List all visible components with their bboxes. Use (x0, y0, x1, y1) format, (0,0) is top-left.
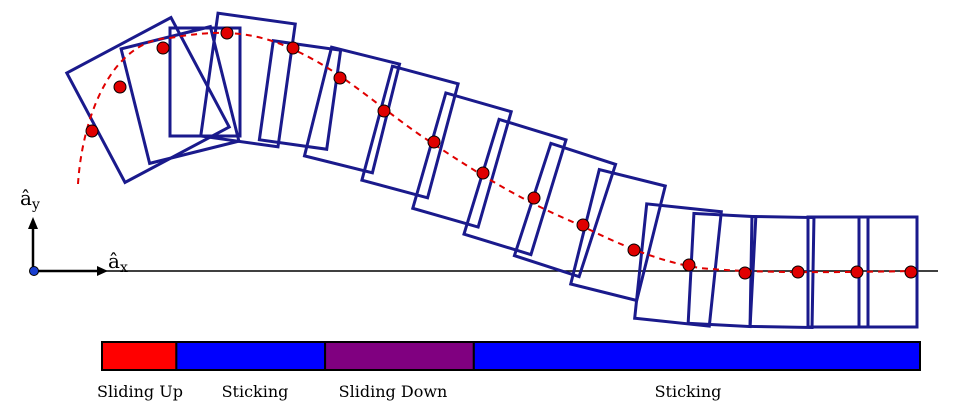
box-pose-9 (462, 117, 568, 257)
contact-point-1 (85, 124, 99, 138)
contact-point-12 (627, 243, 641, 257)
phase-labels: Sliding Up Sticking Sliding Down Sticking (97, 382, 721, 401)
phase-segment-3 (324, 341, 475, 371)
y-arrow-head (28, 217, 38, 229)
trajectory-curve (77, 31, 919, 274)
origin-dot (29, 266, 39, 276)
box-pose-4 (199, 11, 297, 149)
contact-point-15 (791, 265, 805, 279)
box-pose-11 (568, 167, 668, 303)
axes: âx ây (20, 186, 128, 276)
contact-points (85, 26, 918, 280)
x-axis-label: âx (108, 249, 128, 276)
contact-point-4 (220, 26, 234, 40)
contact-point-16 (850, 265, 864, 279)
contact-point-11 (576, 218, 590, 232)
box-pose-5 (257, 39, 343, 151)
box-poses (64, 11, 919, 330)
phase-segment-1 (101, 341, 178, 371)
phase-label-3: Sliding Down (339, 382, 448, 401)
contact-point-14 (738, 266, 752, 280)
contact-point-13 (682, 258, 696, 272)
box-pose-8 (410, 91, 514, 229)
x-arrow-head (97, 266, 108, 276)
phase-label-4: Sticking (655, 382, 722, 401)
contact-point-10 (527, 191, 541, 205)
box-pose-2 (119, 24, 241, 166)
box-pose-7 (360, 64, 460, 200)
phase-label-1: Sliding Up (97, 382, 183, 401)
contact-point-17 (904, 265, 918, 279)
box-pose-6 (302, 45, 402, 175)
phase-segment-2 (175, 341, 327, 371)
contact-point-3 (156, 41, 170, 55)
y-axis-label: ây (20, 186, 40, 213)
phase-bar (101, 341, 921, 371)
phase-label-2: Sticking (222, 382, 289, 401)
box-pose-12 (633, 202, 723, 328)
contact-point-5 (286, 41, 300, 55)
contact-point-6 (333, 71, 347, 85)
phase-segment-4 (472, 341, 921, 371)
contact-point-9 (476, 166, 490, 180)
box-pose-10 (512, 141, 618, 279)
contact-point-8 (427, 135, 441, 149)
contact-point-2 (113, 80, 127, 94)
contact-point-7 (377, 104, 391, 118)
